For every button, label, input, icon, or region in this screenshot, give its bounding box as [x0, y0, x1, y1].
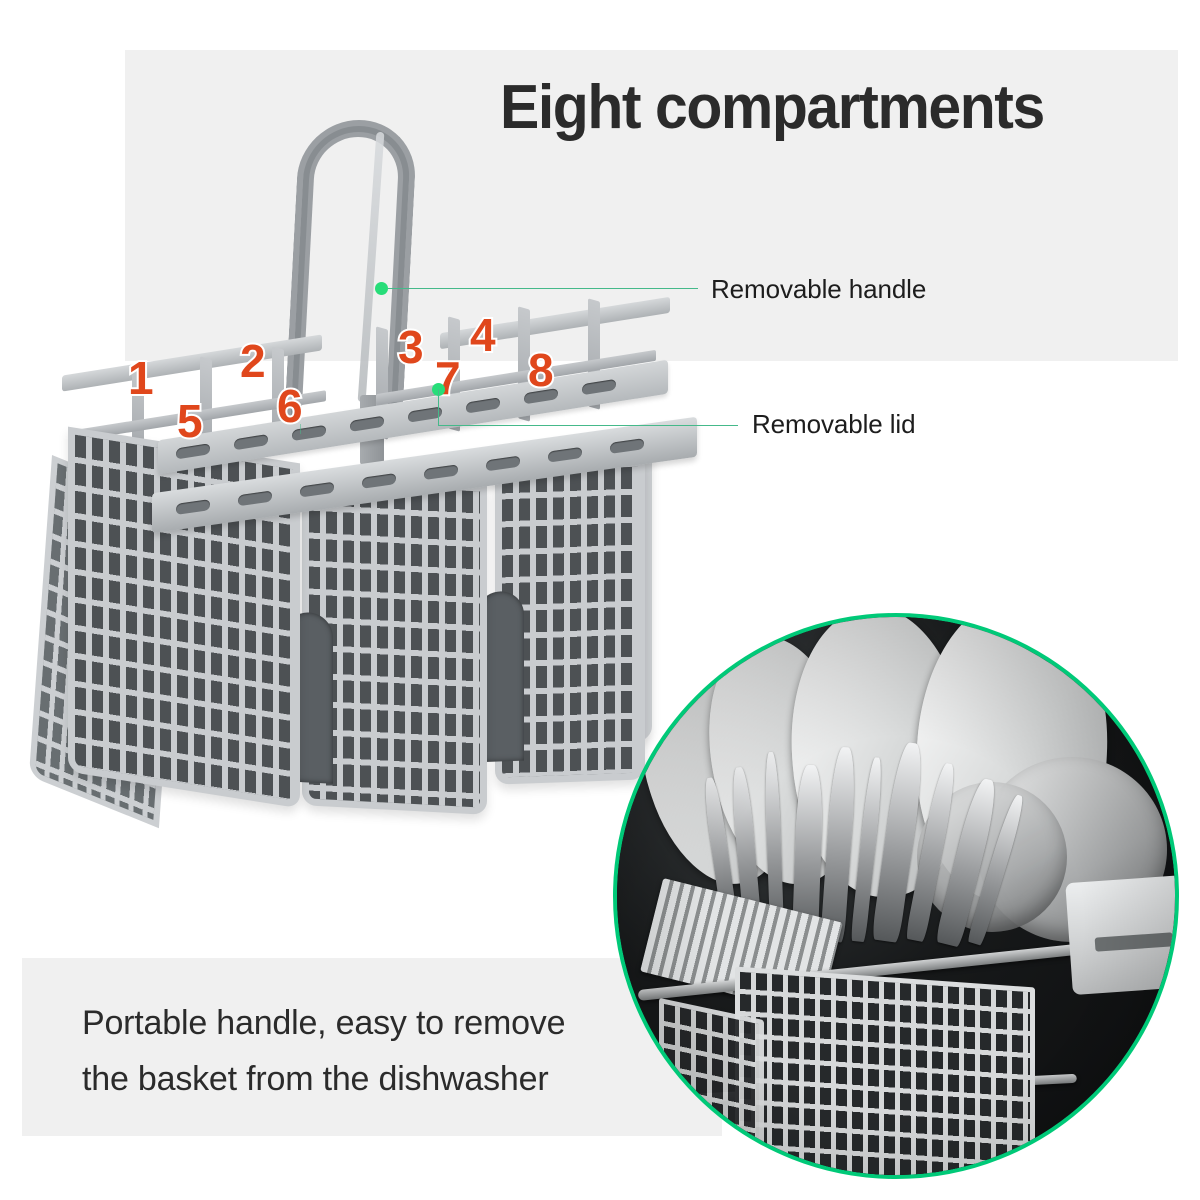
compartment-number-4: 4 [468, 309, 498, 361]
compartment-number-1: 1 [126, 352, 156, 404]
caption-line-2: the basket from the dishwasher [82, 1060, 549, 1098]
callout-tick-lid [300, 424, 301, 434]
callout-label-removable-handle: Removable handle [711, 274, 927, 304]
compartment-number-5: 5 [175, 395, 205, 447]
callout-line-lid-vertical [438, 389, 439, 425]
cutlery-basket-illustration [28, 110, 697, 829]
callout-line-lid-horizontal [438, 425, 738, 426]
dishwasher-rack-photo [613, 613, 1179, 1179]
callout-label-removable-lid: Removable lid [752, 409, 916, 439]
photo-vignette [617, 617, 1175, 1175]
basket-handle-shadow [290, 126, 412, 426]
compartment-number-2: 2 [238, 335, 268, 387]
page-title: Eight compartments [500, 73, 1045, 142]
compartment-number-6: 6 [275, 380, 305, 432]
compartment-number-8: 8 [526, 344, 556, 396]
basket-compartment-box-middle [285, 475, 487, 815]
bottom-caption: Portable handle, easy to remove the bask… [82, 995, 702, 1107]
caption-line-1: Portable handle, easy to remove [82, 1004, 566, 1042]
bottom-background-panel [22, 958, 722, 1136]
compartment-number-3: 3 [396, 321, 426, 373]
callout-dot-handle [375, 282, 388, 295]
callout-line-handle [388, 288, 698, 289]
